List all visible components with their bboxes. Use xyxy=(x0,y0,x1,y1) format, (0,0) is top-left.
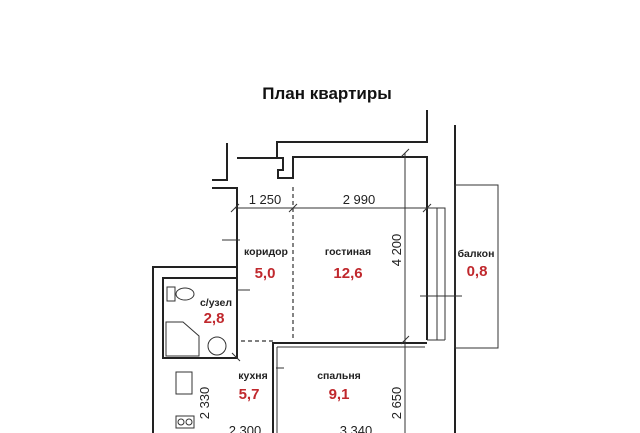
room-labels: коридор 5,0 гостиная 12,6 балкон 0,8 с/у… xyxy=(200,246,494,403)
shower-icon xyxy=(165,321,200,357)
room-name-living: гостиная xyxy=(325,246,371,258)
stove-icon xyxy=(175,415,195,429)
room-area-bedroom: 9,1 xyxy=(329,386,350,403)
dim-living-depth: 4 200 xyxy=(389,234,404,267)
kitchen-sink-icon xyxy=(175,371,193,395)
dimension-labels: 1 250 2 990 4 200 2 330 2 650 2 300 3 34… xyxy=(197,192,404,433)
walls xyxy=(152,110,499,433)
room-name-corridor: коридор xyxy=(244,246,288,258)
balcony-outline xyxy=(454,184,499,349)
room-name-bathroom: с/узел xyxy=(200,297,232,309)
fixtures xyxy=(165,286,227,429)
room-area-bathroom: 2,8 xyxy=(204,310,225,327)
dim-bedroom-depth: 2 650 xyxy=(389,387,404,420)
toilet-icon xyxy=(166,286,176,302)
room-area-balcony: 0,8 xyxy=(467,263,488,280)
sink-icon xyxy=(207,336,227,356)
dim-living-width: 2 990 xyxy=(343,192,376,207)
dim-corridor-width: 1 250 xyxy=(249,192,282,207)
room-name-bedroom: спальня xyxy=(317,370,361,382)
plan-title: План квартиры xyxy=(262,84,392,103)
dimension-lines xyxy=(222,148,462,433)
room-name-kitchen: кухня xyxy=(238,370,268,382)
dim-kitchen-depth: 2 330 xyxy=(197,387,212,420)
dim-bedroom-width: 3 340 xyxy=(340,423,373,433)
room-area-corridor: 5,0 xyxy=(255,265,276,282)
room-area-kitchen: 5,7 xyxy=(239,386,260,403)
dim-kitchen-width: 2 300 xyxy=(229,423,262,433)
room-name-balcony: балкон xyxy=(458,248,495,260)
room-area-living: 12,6 xyxy=(333,265,362,282)
